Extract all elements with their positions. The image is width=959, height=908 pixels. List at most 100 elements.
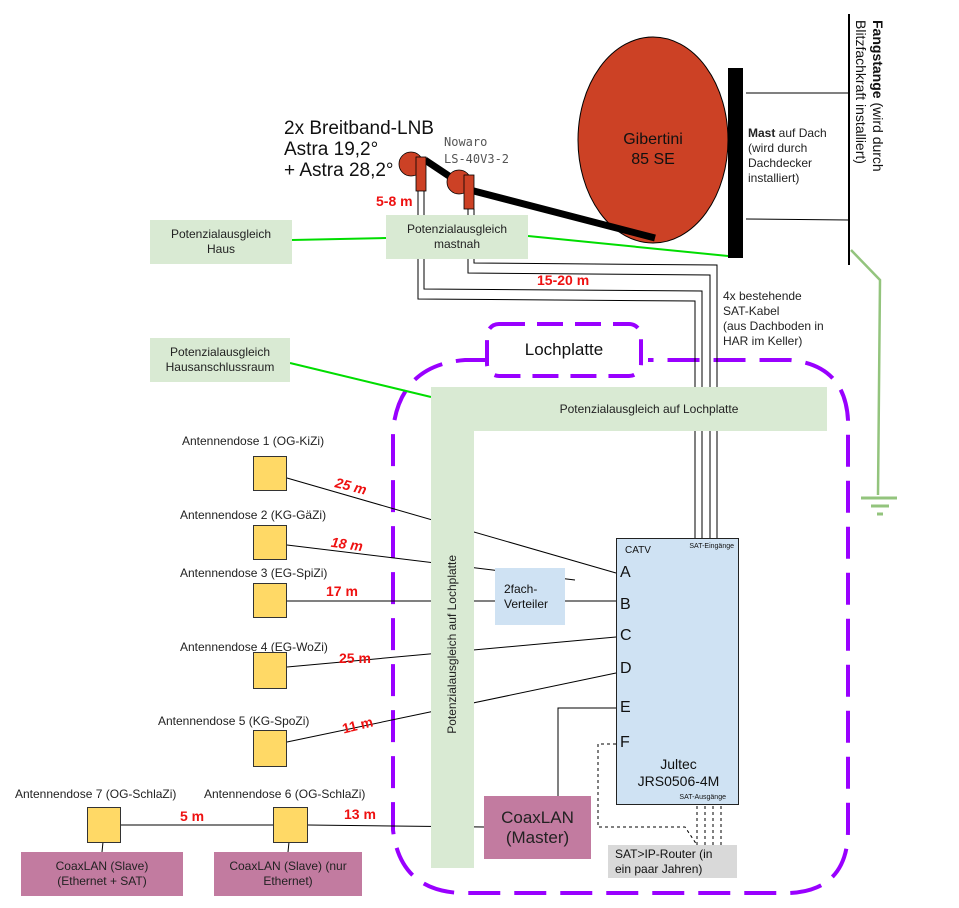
- coaxlan-slave-7-line1: CoaxLAN (Slave): [55, 859, 149, 873]
- outlet-2-label: Antennendose 2 (KG-GäZi): [180, 508, 327, 522]
- outlet-4-distance: 25 m: [339, 650, 371, 666]
- outlet-4-label: Antennendose 4 (EG-WoZi): [180, 640, 328, 654]
- potenzialausgleich-haus: Potenzialausgleich Haus: [150, 220, 292, 264]
- lnb-heading-line2: Astra 19,2°: [284, 139, 379, 160]
- lnb-2-body: [463, 174, 475, 210]
- coaxlan-slave-7[interactable]: CoaxLAN (Slave) (Ethernet + SAT): [21, 852, 183, 896]
- satip-router[interactable]: SAT>IP-Router (in ein paar Jahren): [608, 845, 737, 878]
- port-f[interactable]: F: [620, 734, 630, 751]
- port-d[interactable]: D: [620, 660, 632, 677]
- lochplatte-enclosure: [391, 358, 850, 895]
- ground-wire: [850, 249, 882, 496]
- outlet-7-label: Antennendose 7 (OG-SchlaZi): [15, 787, 177, 801]
- mast-brace-bottom: [745, 218, 850, 221]
- coaxlan-slave-7-line2: (Ethernet + SAT): [57, 874, 147, 888]
- outlet-7[interactable]: [87, 807, 121, 843]
- port-b[interactable]: B: [620, 596, 631, 613]
- potenzialausgleich-lochplatte-horizontal-label: Potenzialausgleich auf Lochplatte: [559, 401, 739, 416]
- mast-label-line2: (wird durch: [748, 141, 808, 155]
- sat-outputs: [597, 743, 722, 846]
- lnb-model-line1: Nowaro: [444, 135, 488, 149]
- outlet-3-label: Antennendose 3 (EG-SpiZi): [180, 566, 328, 580]
- mast-label-bold: Mast: [748, 126, 776, 140]
- potenzialausgleich-haus-line1: Potenzialausgleich: [170, 227, 272, 241]
- coaxlan-slave-6-line1: CoaxLAN (Slave) (nur: [229, 859, 347, 873]
- potenzialausgleich-har-line2: Hausanschlussraum: [165, 360, 275, 374]
- lnb-heading-line1: 2x Breitband-LNB: [284, 118, 434, 139]
- mast-label-rest: auf Dach: [775, 126, 827, 140]
- mast-label-line3: Dachdecker: [748, 156, 813, 170]
- potenzialausgleich-lochplatte-vertical-label: Potenzialausgleich auf Lochplatte: [445, 554, 459, 734]
- multiswitch-catv-label: CATV: [625, 545, 651, 556]
- potenzialausgleich-har: Potenzialausgleich Hausanschlussraum: [150, 338, 290, 382]
- splitter[interactable]: 2fach- Verteiler: [495, 568, 565, 625]
- lnb-distance: 5-8 m: [376, 193, 413, 209]
- outlet-5-label: Antennendose 5 (KG-SpoZi): [158, 714, 310, 728]
- outlet-7-distance: 5 m: [180, 808, 205, 824]
- cable-run-note-line4: HAR im Keller): [723, 334, 803, 348]
- dish-label-line2: 85 SE: [631, 151, 675, 168]
- mast-label: Mast auf Dach (wird durch Dachdecker ins…: [748, 126, 827, 186]
- potenzialausgleich-har-line1: Potenzialausgleich: [169, 345, 271, 359]
- multiswitch-name: Jultec JRS0506-4M: [617, 756, 740, 790]
- cable-run-note-line1: 4x bestehende: [723, 289, 802, 303]
- port-e[interactable]: E: [620, 699, 631, 716]
- coaxlan-master-line2: (Master): [505, 827, 570, 847]
- potenzialausgleich-haus-line2: Haus: [206, 242, 235, 256]
- bond-har-lochplatte: [289, 362, 432, 398]
- multiswitch[interactable]: CATV SAT-Eingänge A B C D E F Jultec JRS…: [616, 538, 739, 805]
- cable-run-note: 4x bestehende SAT-Kabel (aus Dachboden i…: [723, 289, 824, 349]
- potenzialausgleich-lochplatte-horizontal: Potenzialausgleich auf Lochplatte: [431, 387, 827, 431]
- lochplatte-label: Lochplatte: [524, 340, 604, 359]
- potenzialausgleich-mastnah-line1: Potenzialausgleich: [406, 222, 508, 236]
- outlet-6[interactable]: [273, 807, 308, 843]
- dish-label-line1: Gibertini: [623, 131, 683, 148]
- mast-label-line4: installiert): [748, 171, 800, 185]
- fangstange-label: Fangstange (wird durch Blitzfachkraft in…: [852, 20, 886, 172]
- outlet-6-distance: 13 m: [344, 806, 376, 822]
- lnb-model: Nowaro LS-40V3-2: [444, 134, 509, 168]
- port-a[interactable]: A: [620, 564, 631, 581]
- splitter-line2: Verteiler: [504, 596, 549, 611]
- fangstange-label-line2: Blitzfachkraft installiert): [853, 20, 869, 164]
- lnb-heading-line3: + Astra 28,2°: [284, 160, 394, 181]
- coaxlan-master-line1: CoaxLAN: [501, 807, 574, 827]
- potenzialausgleich-mastnah-line2: mastnah: [433, 237, 481, 251]
- splitter-line1: 2fach-: [504, 581, 538, 596]
- multiswitch-name-line2: JRS0506-4M: [637, 773, 720, 789]
- outlet-1[interactable]: [253, 456, 287, 491]
- multiswitch-outputs-label: SAT-Ausgänge: [679, 794, 726, 801]
- cable-run-note-line3: (aus Dachboden in: [723, 319, 824, 333]
- mast: [728, 68, 743, 258]
- bond-haus-mast: [291, 237, 387, 241]
- potenzialausgleich-lochplatte-vertical: Potenzialausgleich auf Lochplatte: [431, 420, 474, 868]
- bond-mast-mast: [527, 235, 729, 257]
- cable-run-note-line2: SAT-Kabel: [723, 304, 780, 318]
- outlet-6-label: Antennendose 6 (OG-SchlaZi): [204, 787, 366, 801]
- multiswitch-name-line1: Jultec: [660, 756, 697, 772]
- multiswitch-inputs-label: SAT-Eingänge: [689, 543, 734, 550]
- port-c[interactable]: C: [620, 627, 632, 644]
- outlet-4[interactable]: [253, 652, 287, 689]
- lnb-1-body: [415, 156, 427, 192]
- lochplatte-label-frame: [485, 322, 643, 378]
- satellite-dish: [577, 36, 729, 244]
- lnb-heading: 2x Breitband-LNB Astra 19,2° + Astra 28,…: [284, 118, 434, 181]
- potenzialausgleich-mastnah: Potenzialausgleich mastnah: [386, 215, 528, 259]
- outlet-3-distance: 17 m: [326, 583, 358, 599]
- outlet-2[interactable]: [253, 525, 287, 560]
- coaxlan-master[interactable]: CoaxLAN (Master): [484, 796, 591, 859]
- satip-router-line2: ein paar Jahren): [615, 861, 703, 876]
- lnb-model-line2: LS-40V3-2: [444, 152, 510, 166]
- satip-router-line1: SAT>IP-Router (in: [615, 846, 713, 861]
- ground-icon: [861, 496, 897, 516]
- outlet-3[interactable]: [253, 583, 287, 618]
- outlet-5[interactable]: [253, 730, 287, 767]
- fangstange-label-bold: Fangstange: [870, 20, 886, 99]
- outlet-1-label: Antennendose 1 (OG-KiZi): [182, 434, 325, 448]
- dish-label: Gibertini 85 SE: [598, 130, 708, 170]
- coaxlan-slave-6-line2: Ethernet): [263, 874, 313, 888]
- fangstange-label-rest: (wird durch: [870, 98, 886, 172]
- coaxlan-slave-6[interactable]: CoaxLAN (Slave) (nur Ethernet): [214, 852, 362, 896]
